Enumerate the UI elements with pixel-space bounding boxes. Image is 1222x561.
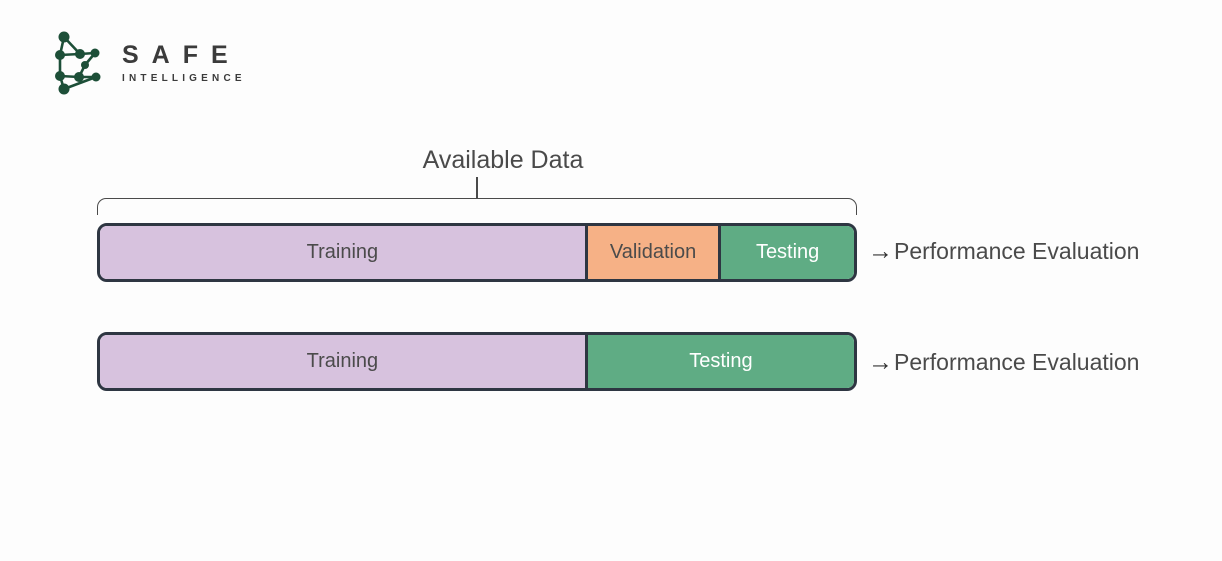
training-segment: Training — [100, 226, 585, 279]
right-arrow-icon: → — [868, 237, 893, 265]
testing-segment: Testing — [718, 226, 854, 279]
bracket-tick-line — [476, 177, 478, 199]
performance-evaluation-row-2: → Performance Evaluation — [868, 349, 1139, 376]
testing-segment-label: Testing — [689, 350, 753, 372]
logo-brand-text: SAFE — [122, 40, 241, 69]
available-data-bracket — [97, 198, 857, 215]
performance-evaluation-label: Performance Evaluation — [894, 238, 1140, 264]
performance-evaluation-row-1: → Performance Evaluation — [868, 238, 1139, 265]
network-graph-icon — [50, 31, 110, 95]
available-data-label: Available Data — [422, 146, 584, 174]
logo-subtitle-text: INTELLIGENCE — [122, 73, 246, 85]
testing-segment: Testing — [584, 335, 854, 388]
validation-segment: Validation — [584, 226, 719, 279]
right-arrow-icon: → — [868, 348, 893, 376]
safe-intelligence-logo: SAFE INTELLIGENCE — [50, 31, 246, 95]
testing-segment-label: Testing — [755, 241, 820, 263]
training-segment-label: Training — [306, 350, 379, 372]
training-segment: Training — [100, 335, 585, 388]
training-segment-label: Training — [306, 241, 379, 263]
performance-evaluation-label: Performance Evaluation — [894, 349, 1140, 375]
train-test-bar: Training Testing — [97, 332, 857, 391]
logo-wordmark: SAFE INTELLIGENCE — [122, 40, 246, 85]
validation-segment-label: Validation — [609, 241, 697, 263]
train-validation-test-bar: Training Validation Testing — [97, 223, 857, 282]
